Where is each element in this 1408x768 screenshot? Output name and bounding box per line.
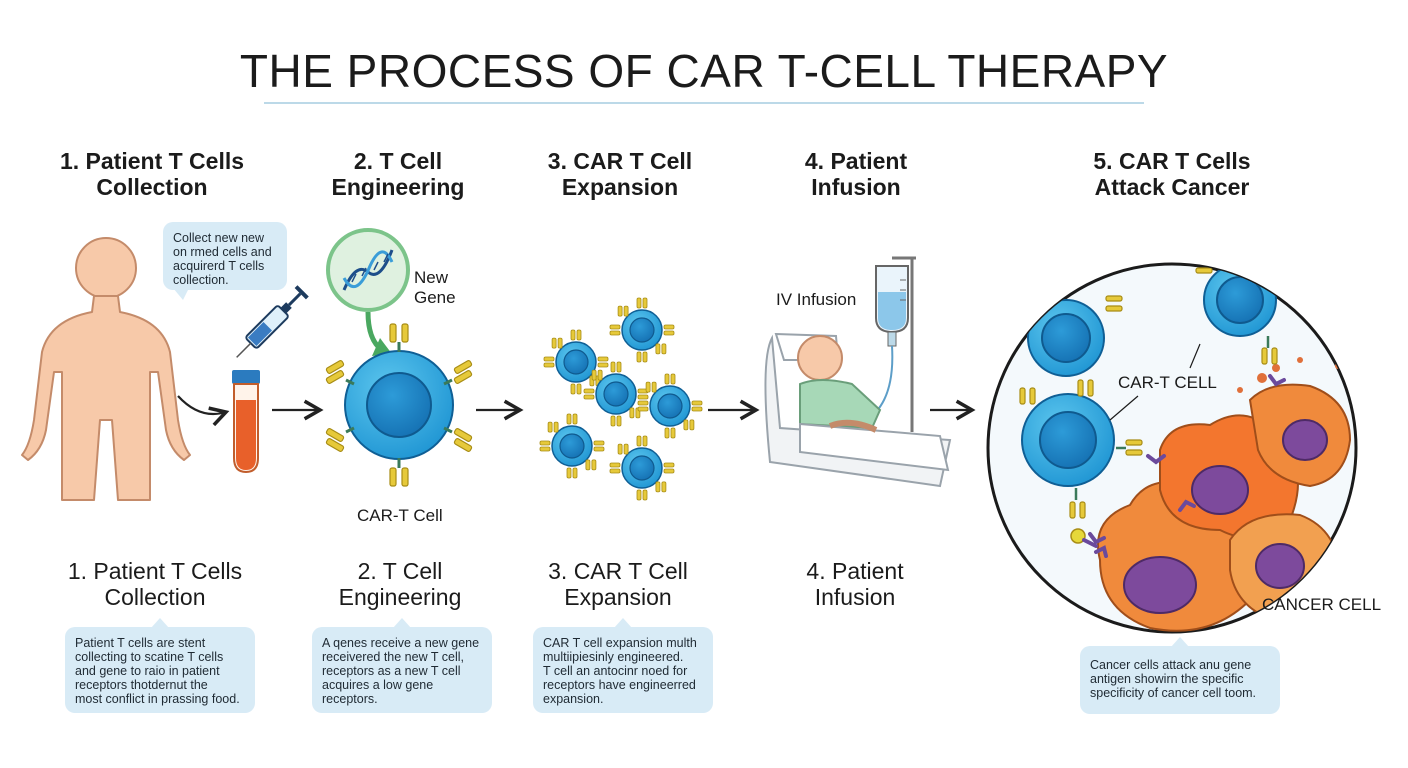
step-3-description-line: multiipiesinly engineered. — [543, 650, 684, 664]
step-3-description-line: T cell an antocinr noed for — [543, 664, 688, 678]
step-3-heading-line1: 3. CAR T Cell — [547, 148, 693, 174]
new-gene-label-line2: Gene — [414, 288, 456, 307]
collection-note-line: collection. — [173, 273, 229, 287]
step-3-description-line: CAR T cell expansion multh — [543, 636, 697, 650]
page-title: THE PROCESS OF CAR T-CELL THERAPY — [239, 45, 1169, 97]
arm-to-tube-arrow — [177, 395, 230, 427]
step-1-description-line: and gene to raio in patient — [75, 664, 220, 678]
collection-note-line: Collect new new — [173, 231, 265, 245]
patient-in-bed-iv-icon — [764, 256, 952, 488]
iv-infusion-label: IV Infusion — [776, 290, 857, 309]
step-2-description-line: receivered the new T cell, — [322, 650, 464, 664]
step-3-description-bubble: CAR T cell expansion multh multiipiesinl… — [533, 618, 713, 713]
step-1-heading-line1: 1. Patient T Cells — [59, 148, 245, 174]
step-2-description-line: receptors as a new T cell — [322, 664, 461, 678]
bottom-step-4-line1: 4. Patient — [806, 558, 904, 584]
step-5-description-line: specificity of cancer cell toom. — [1090, 686, 1257, 700]
small-t-cell-icon — [609, 435, 675, 501]
step-3-heading: 3. CAR T Cell Expansion — [548, 148, 692, 200]
bottom-step-1-heading: 1. Patient T Cells Collection — [68, 558, 242, 610]
step-2-description-bubble: A qenes receive a new gene receivered th… — [312, 618, 492, 713]
new-gene-label: New Gene — [414, 268, 456, 308]
step-5-description-line: antigen showirn the specific — [1090, 672, 1244, 686]
step-1-description-line: receptors thotdernut the — [75, 678, 208, 692]
step-5-heading-line1: 5. CAR T Cells — [1093, 148, 1251, 174]
step-2-heading: 2. T Cell Engineering — [332, 148, 465, 200]
bottom-step-1-line1: 1. Patient T Cells — [67, 558, 243, 584]
small-t-cell-icon — [583, 361, 649, 427]
step-4-heading-line1: 4. Patient — [804, 148, 908, 174]
step-1-heading: 1. Patient T Cells Collection — [60, 148, 244, 200]
new-gene-label-line1: New — [414, 268, 449, 287]
step-4-heading: 4. Patient Infusion — [805, 148, 907, 200]
step-5-heading: 5. CAR T Cells Attack Cancer — [1093, 148, 1250, 200]
step-4-heading-line2: Infusion — [811, 174, 901, 200]
step-2-heading-line2: Engineering — [331, 174, 465, 200]
step-1-heading-line2: Collection — [96, 174, 208, 200]
step-1-description-line: collecting to scatine T cells — [75, 650, 224, 664]
bottom-step-3-heading: 3. CAR T Cell Expansion — [548, 558, 688, 610]
bottom-step-2-line2: Engineering — [338, 584, 462, 610]
bottom-step-3-line2: Expansion — [564, 584, 672, 610]
car-t-attack-magnified-view — [986, 262, 1358, 634]
syringe-icon — [236, 285, 309, 358]
collection-note-line: on rmed cells and — [173, 245, 272, 259]
car-t-cells-in-view — [1019, 264, 1278, 548]
small-t-cell-icon — [637, 373, 703, 439]
expanded-t-cell-cluster — [539, 297, 703, 501]
collection-note-line: acquirerd T cells — [173, 259, 265, 273]
collection-note-bubble: Collect new new on rmed cells and acquir… — [163, 222, 287, 300]
bottom-step-2-line1: 2. T Cell — [357, 558, 443, 584]
car-t-cell-callout-label: CAR-T CELL — [1118, 373, 1217, 392]
step-5-description-bubble: Cancer cells attack anu gene antigen sho… — [1080, 637, 1280, 714]
step-2-description-line: A qenes receive a new gene — [322, 636, 480, 650]
bottom-step-4-line2: Infusion — [814, 584, 896, 610]
step-2-description-line: acquires a low gene — [322, 678, 434, 692]
small-t-cell-icon — [539, 413, 605, 479]
step-5-description-line: Cancer cells attack anu gene — [1090, 658, 1252, 672]
step-1-description-line: most conflict in prassing food. — [75, 692, 240, 706]
step-3-description-line: expansion. — [543, 692, 604, 706]
small-t-cell-icon — [543, 329, 609, 395]
small-t-cell-icon — [609, 297, 675, 363]
step-1-description-bubble: Patient T cells are stent collecting to … — [65, 618, 255, 713]
patient-body-icon — [21, 237, 191, 501]
car-t-cell-label: CAR-T Cell — [357, 506, 443, 525]
step-2-description-line: receptors. — [322, 692, 378, 706]
cancer-cells-group — [1094, 357, 1354, 632]
step-3-description-line: receptors have engineerred — [543, 678, 696, 692]
bottom-step-3-line1: 3. CAR T Cell — [548, 558, 688, 584]
title-underline — [264, 102, 1144, 104]
engineered-car-t-cell-icon — [325, 323, 473, 487]
bottom-step-2-heading: 2. T Cell Engineering — [339, 558, 462, 610]
cancer-cell-callout-label: CANCER CELL — [1262, 595, 1382, 614]
bottom-step-4-heading: 4. Patient Infusion — [806, 558, 903, 610]
step-1-description-line: Patient T cells are stent — [75, 636, 206, 650]
bottom-step-1-line2: Collection — [104, 584, 206, 610]
step-2-heading-line1: 2. T Cell — [353, 148, 443, 174]
blood-sample-tube-icon — [232, 370, 260, 474]
step-3-heading-line2: Expansion — [561, 174, 679, 200]
new-gene-dna-icon — [326, 228, 410, 356]
step-5-heading-line2: Attack Cancer — [1094, 174, 1250, 200]
